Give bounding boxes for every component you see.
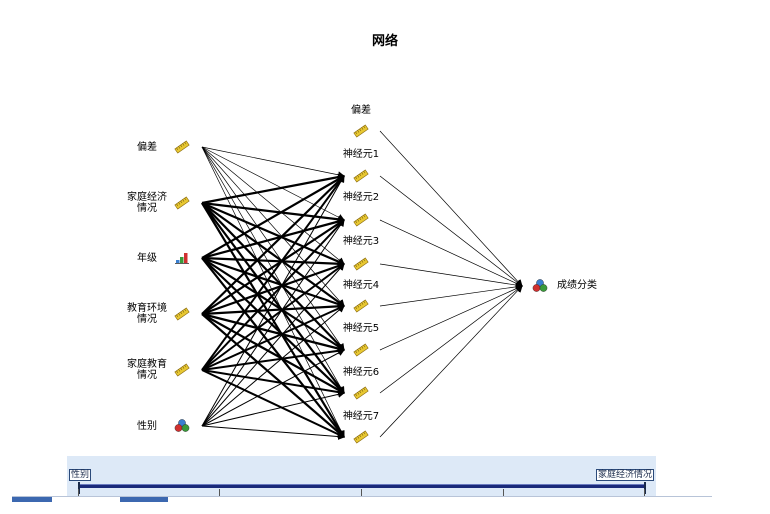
edge-input-to-hidden [201,313,345,438]
ruler-icon [353,257,369,271]
edge-input-to-hidden [201,173,345,205]
output-node-label: 成绩分类 [557,280,597,291]
ruler-icon [353,386,369,400]
edge-input-to-hidden [201,369,345,396]
edge-input-to-hidden [201,218,345,260]
ruler-icon [353,124,369,138]
ruler-icon [353,213,369,227]
bar-chart-icon [175,253,189,264]
edge-input-to-hidden [201,219,345,371]
edge-input-to-hidden [201,256,345,308]
edge-input-to-hidden [201,263,345,371]
network-title: 网络 [371,34,398,49]
edge-input-to-hidden [201,263,345,427]
edge-hidden-to-output [379,285,523,351]
input-node-label: 性别 [137,420,157,432]
edge-input-to-hidden [201,175,345,427]
edge-input-to-hidden [201,425,345,441]
input-node-label: 家庭经济情况 [127,192,167,214]
slider-tick [503,489,504,496]
edge-input-to-hidden [201,257,345,438]
hidden-node-label: 神经元2 [342,192,380,203]
edge-input-to-hidden [201,305,345,427]
hidden-node-label: 神经元6 [342,367,380,378]
slider-axis [12,496,712,497]
nominal-circles-icon [174,419,190,432]
edge-input-to-hidden [201,219,345,427]
slider-right-handle[interactable] [644,482,646,494]
hidden-node-label: 神经元5 [342,323,380,334]
edge-hidden-to-output [379,175,523,287]
edge-input-to-hidden [201,146,345,394]
edge-input-to-hidden [201,257,345,394]
slider-tick [361,489,362,496]
input-node-label: 教育环境情况 [127,303,167,325]
slider-left-handle[interactable] [78,482,80,494]
slider-right-label: 家庭经济情况 [595,469,654,481]
ruler-icon [174,363,190,377]
bottom-strip-mid [120,497,168,502]
slider-tick [219,489,220,496]
edge-hidden-to-output [379,285,523,438]
bottom-strip-left [12,497,52,502]
edge-input-to-hidden [201,202,345,394]
edge-input-to-hidden [201,312,345,352]
ruler-icon [353,299,369,313]
hidden-node-label: 神经元3 [342,236,380,247]
edge-input-to-hidden [201,219,345,315]
edge-input-to-hidden [201,302,345,316]
edge-input-to-hidden [201,349,345,427]
edge-input-to-hidden [201,146,345,307]
edge-input-to-hidden [201,262,345,316]
edge-input-to-hidden [201,313,345,394]
slider-left-label: 性别 [69,469,92,481]
edge-input-to-hidden [201,175,345,259]
nominal-circles-icon [532,279,548,292]
slider-track[interactable] [78,484,646,488]
input-node-label: 家庭教育情况 [127,359,167,381]
ruler-icon [353,430,369,444]
input-node-label: 偏差 [137,141,157,153]
ruler-icon [174,307,190,321]
hidden-node-label: 神经元1 [342,149,380,160]
edge-input-to-hidden [201,146,345,179]
edge-input-to-hidden [201,202,345,307]
edge-input-to-hidden [201,175,345,315]
input-node-label: 年级 [137,252,157,264]
hidden-node-label: 偏差 [351,105,371,116]
edge-hidden-to-output [379,130,523,287]
edge-input-to-hidden [201,256,345,268]
slider-tick [78,489,79,496]
edge-hidden-to-output [379,283,523,307]
hidden-node-label: 神经元7 [342,411,380,422]
hidden-node-label: 神经元4 [342,280,380,291]
slider-tick [644,489,645,496]
edge-hidden-to-output [379,219,523,287]
ruler-icon [174,140,190,154]
edge-input-to-hidden [201,175,345,371]
ruler-icon [174,196,190,210]
edge-input-to-hidden [201,369,345,438]
edge-input-to-hidden [201,390,345,427]
edge-hidden-to-output [379,285,523,394]
edge-input-to-hidden [201,305,345,371]
edge-input-to-hidden [201,347,345,371]
edge-hidden-to-output [379,263,523,289]
edge-input-to-hidden [201,257,345,351]
ruler-icon [353,343,369,357]
ruler-icon [353,169,369,183]
